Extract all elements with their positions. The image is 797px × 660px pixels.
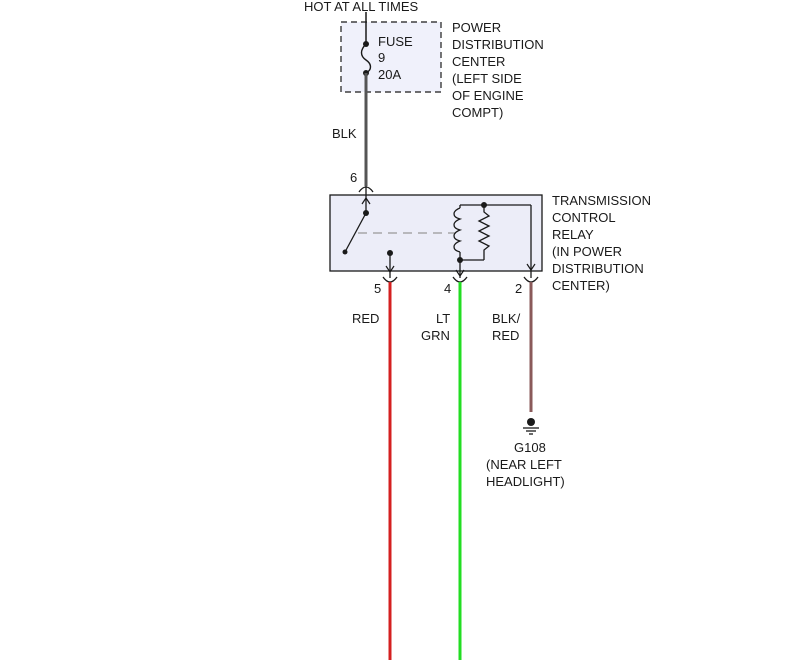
pdc-label-line: DISTRIBUTION <box>452 37 544 52</box>
wire-red-color-label: RED <box>352 311 379 326</box>
relay-arrow-out-4 <box>455 269 465 278</box>
pdc-label-line: CENTER <box>452 54 505 69</box>
relay-label-line: TRANSMISSION <box>552 193 651 208</box>
pin-4-label: 4 <box>444 281 451 296</box>
pdc-label-line: COMPT) <box>452 105 503 120</box>
wire-blk-red-color-label: BLK/ RED <box>492 311 524 343</box>
relay-label-line: CONTROL <box>552 210 615 225</box>
ground-location-line: (NEAR LEFT <box>486 457 562 472</box>
relay-arrow-out-5 <box>385 265 395 274</box>
ground-id: G108 <box>514 440 546 455</box>
relay-arrow-in <box>361 196 371 205</box>
pin-2-label: 2 <box>515 281 522 296</box>
fuse-box <box>340 21 442 93</box>
relay-label-line: RELAY <box>552 227 594 242</box>
fuse-name: FUSE <box>378 34 413 49</box>
pdc-label-line: POWER <box>452 20 501 35</box>
fuse-rating: 20A <box>378 67 401 82</box>
pdc-label: POWER DISTRIBUTION CENTER (LEFT SIDE OF … <box>452 20 547 120</box>
wire-feed-color-label: BLK <box>332 126 357 141</box>
supply-label: HOT AT ALL TIMES <box>304 0 418 14</box>
relay-resistor <box>477 205 491 260</box>
relay-switch-arm <box>344 212 367 253</box>
relay-arrow-out-2 <box>526 263 536 272</box>
relay-label-line: CENTER) <box>552 278 610 293</box>
relay-label-line: (IN POWER <box>552 244 622 259</box>
fuse-number: 9 <box>378 50 385 65</box>
relay-switch-arm-end <box>342 249 348 255</box>
relay-junction-bottom <box>457 257 463 263</box>
wire-lt-grn-color-label: LT GRN <box>421 311 454 343</box>
ground-location-label: (NEAR LEFT HEADLIGHT) <box>486 457 565 489</box>
pdc-label-line: OF ENGINE <box>452 88 524 103</box>
relay-label: TRANSMISSION CONTROL RELAY (IN POWER DIS… <box>552 193 655 293</box>
wire-lt-grn-color-label-line: GRN <box>421 328 450 343</box>
pin-6-label: 6 <box>350 170 357 185</box>
relay-coil <box>453 207 463 253</box>
wire-blk-red-color-label-line: RED <box>492 328 519 343</box>
fuse-symbol <box>360 43 372 74</box>
wire-lt-grn-color-label-line: LT <box>436 311 450 326</box>
ground-terminal <box>527 418 535 426</box>
ground-location-line: HEADLIGHT) <box>486 474 565 489</box>
wire-blk-red-color-label-line: BLK/ <box>492 311 521 326</box>
pin-5-label: 5 <box>374 281 381 296</box>
pdc-label-line: (LEFT SIDE <box>452 71 522 86</box>
relay-label-line: DISTRIBUTION <box>552 261 644 276</box>
